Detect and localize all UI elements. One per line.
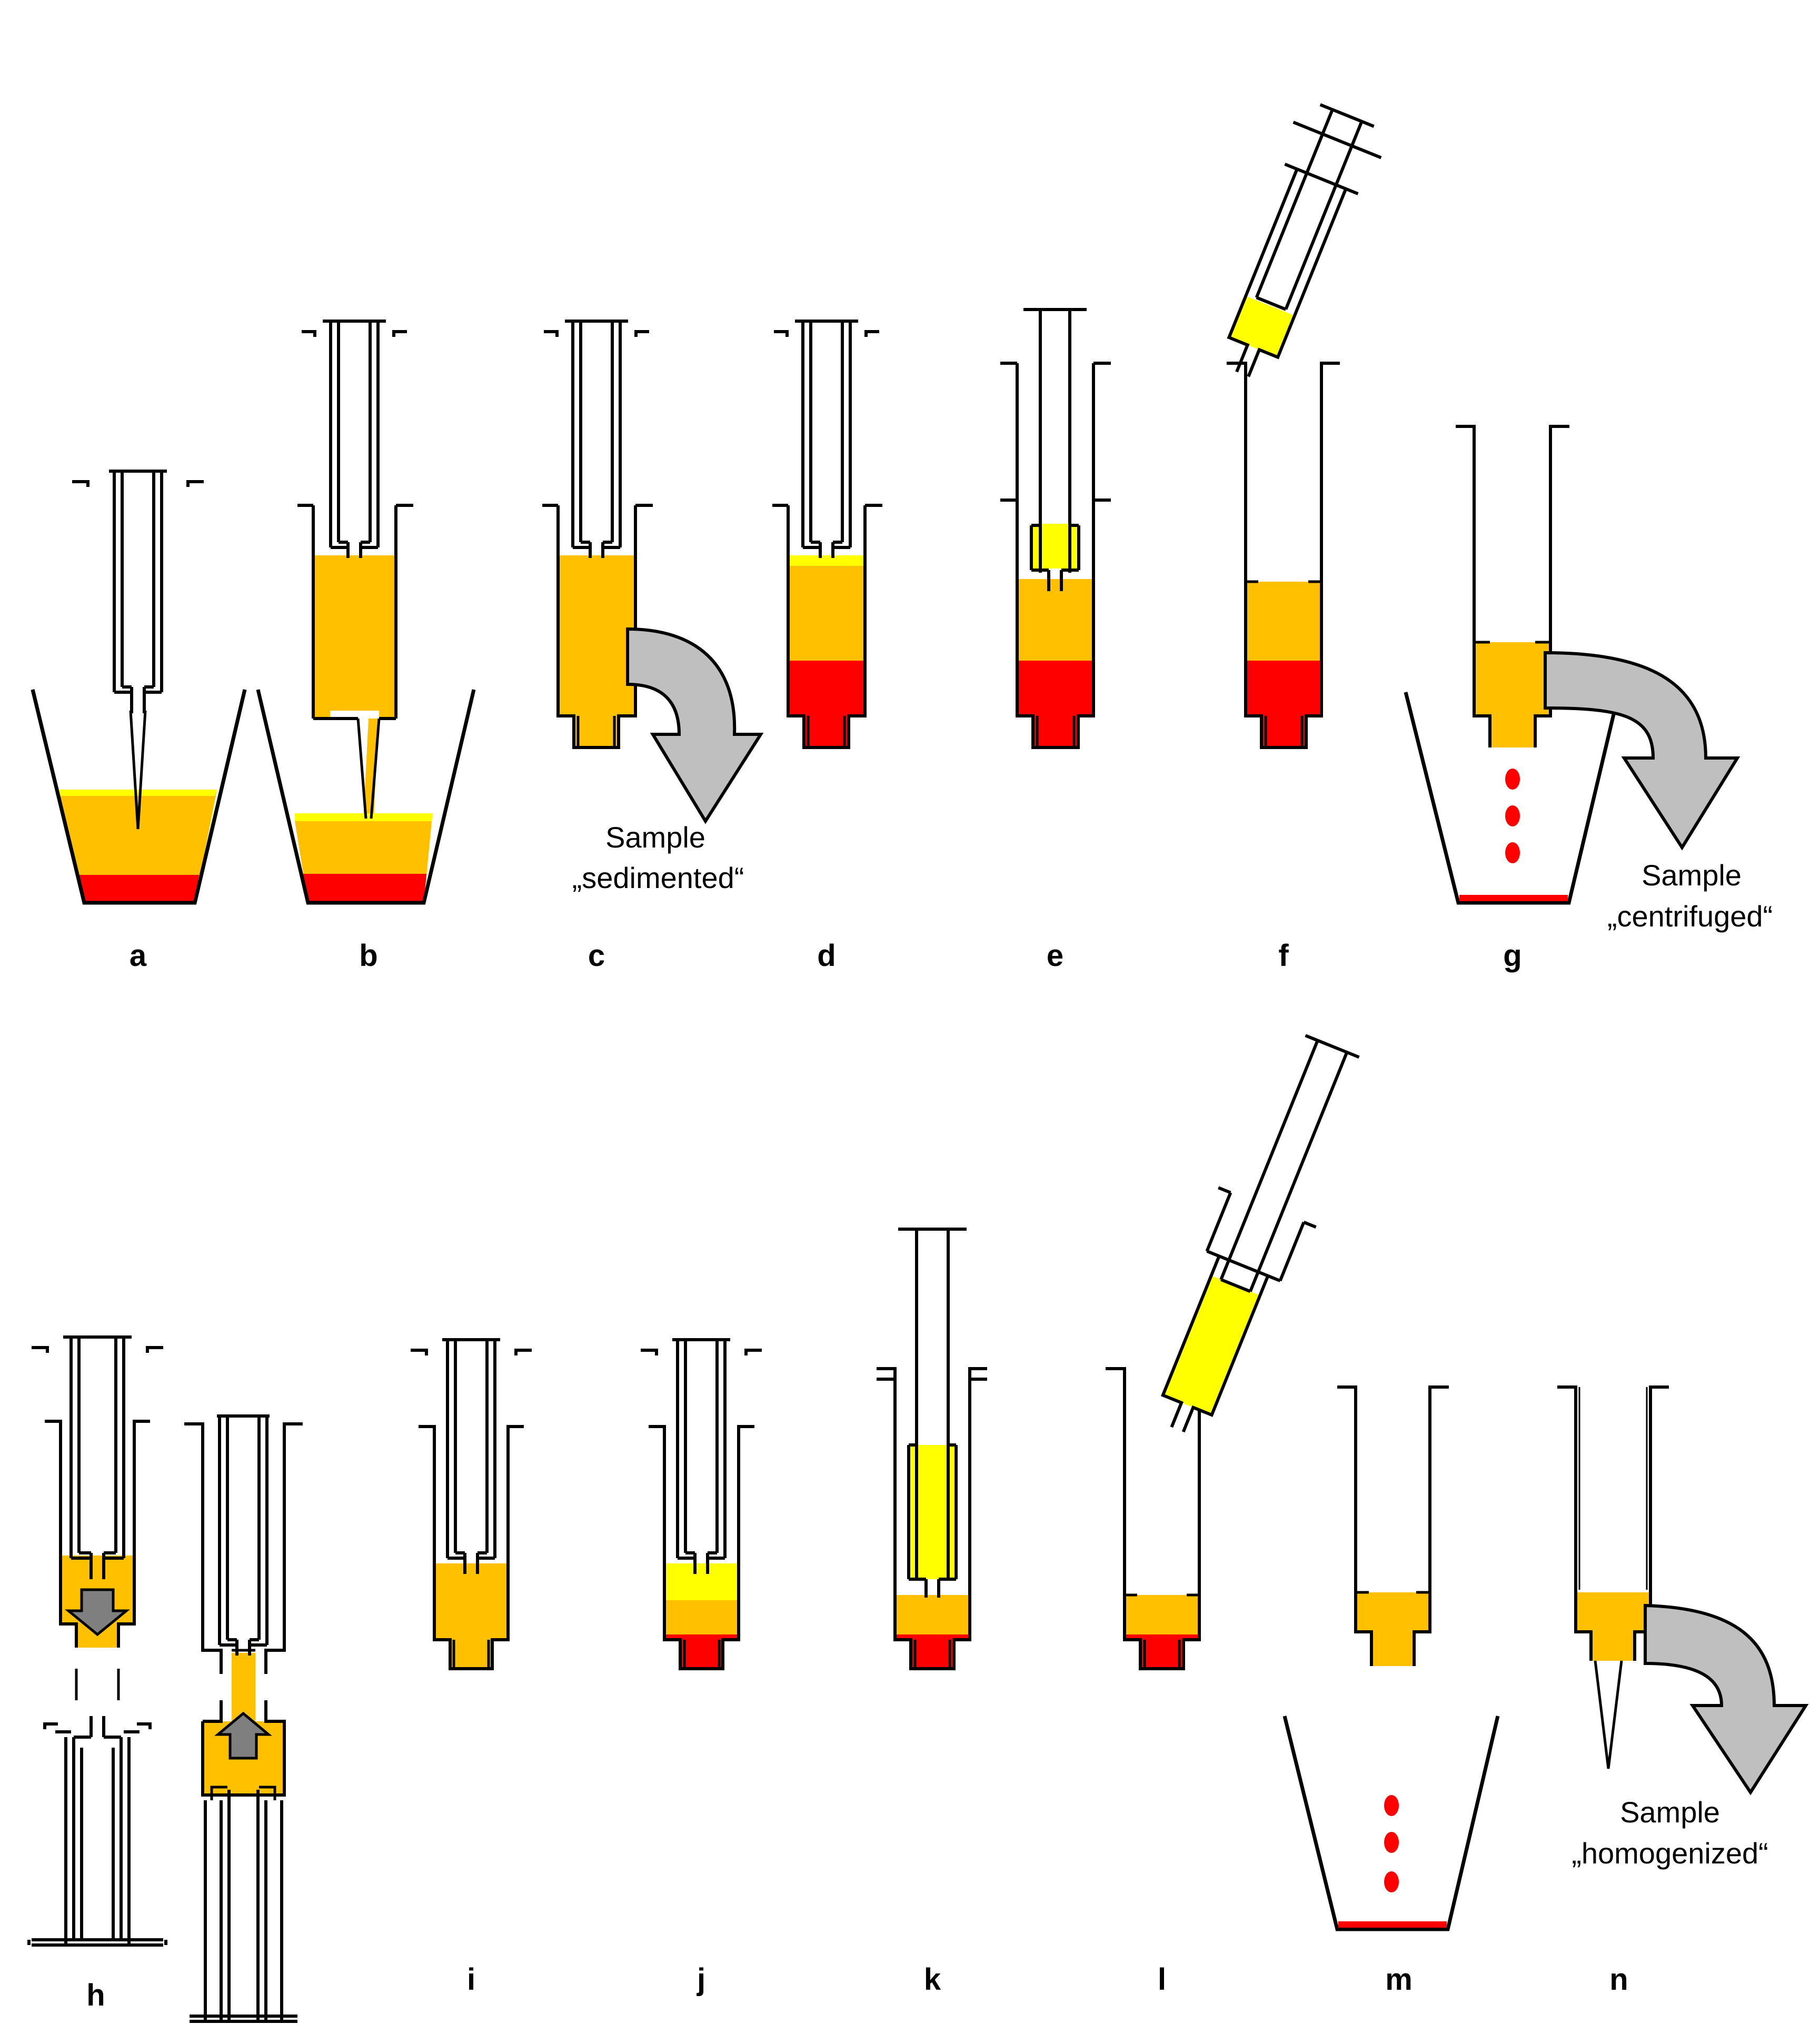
note-sample-2: Sample (1642, 859, 1742, 892)
step-n-sample-homogenized (1557, 1385, 1809, 1796)
note-sample-3: Sample (1620, 1796, 1720, 1829)
step-d-layers-separated (772, 320, 882, 749)
step-k-supernatant-drawn (877, 1228, 987, 1670)
label-l: l (1158, 1962, 1166, 1997)
step-b-draw-sample (256, 320, 476, 905)
label-f: f (1278, 939, 1289, 973)
step-c-syringe-sedimented (542, 320, 764, 824)
step-g-sample-centrifuged (1404, 425, 1741, 905)
label-a: a (130, 939, 147, 973)
step-m-into-cup (1282, 1385, 1500, 1931)
step-e-supernatant-drawn (1000, 308, 1111, 749)
label-d: d (817, 939, 836, 973)
arrow-icon (1644, 1603, 1809, 1796)
label-e: e (1047, 939, 1063, 973)
note-sedimented: „sedimented“ (572, 861, 744, 894)
step-j-layers (641, 1338, 762, 1670)
note-homogenized: „homogenized“ (1572, 1837, 1768, 1870)
detached-syringe-yellow (1160, 1034, 1360, 1433)
label-j: j (697, 1962, 705, 1997)
label-m: m (1385, 1962, 1413, 1997)
label-i: i (467, 1962, 475, 1997)
note-sample-1: Sample (605, 821, 705, 854)
label-h: h (86, 1978, 105, 2012)
down-arrow-icon (64, 1588, 131, 1637)
up-arrow-icon (214, 1711, 272, 1760)
step-f-supernatant-removed (1227, 103, 1382, 749)
label-g: g (1503, 939, 1521, 973)
label-c: c (588, 939, 605, 973)
step-a-sample-in-cup (31, 470, 247, 905)
arrow-icon (1544, 651, 1741, 851)
note-centrifuged: „centrifuged“ (1607, 900, 1773, 933)
label-k: k (924, 1962, 941, 1997)
step-i-homogenized-syringe (411, 1338, 532, 1670)
detached-syringe-yellow (1227, 103, 1382, 377)
arrow-icon (626, 627, 764, 824)
step-h-mixing (27, 1335, 303, 2023)
label-b: b (359, 939, 377, 973)
label-n: n (1609, 1962, 1628, 1997)
step-l-supernatant-removed (1106, 1034, 1360, 1670)
